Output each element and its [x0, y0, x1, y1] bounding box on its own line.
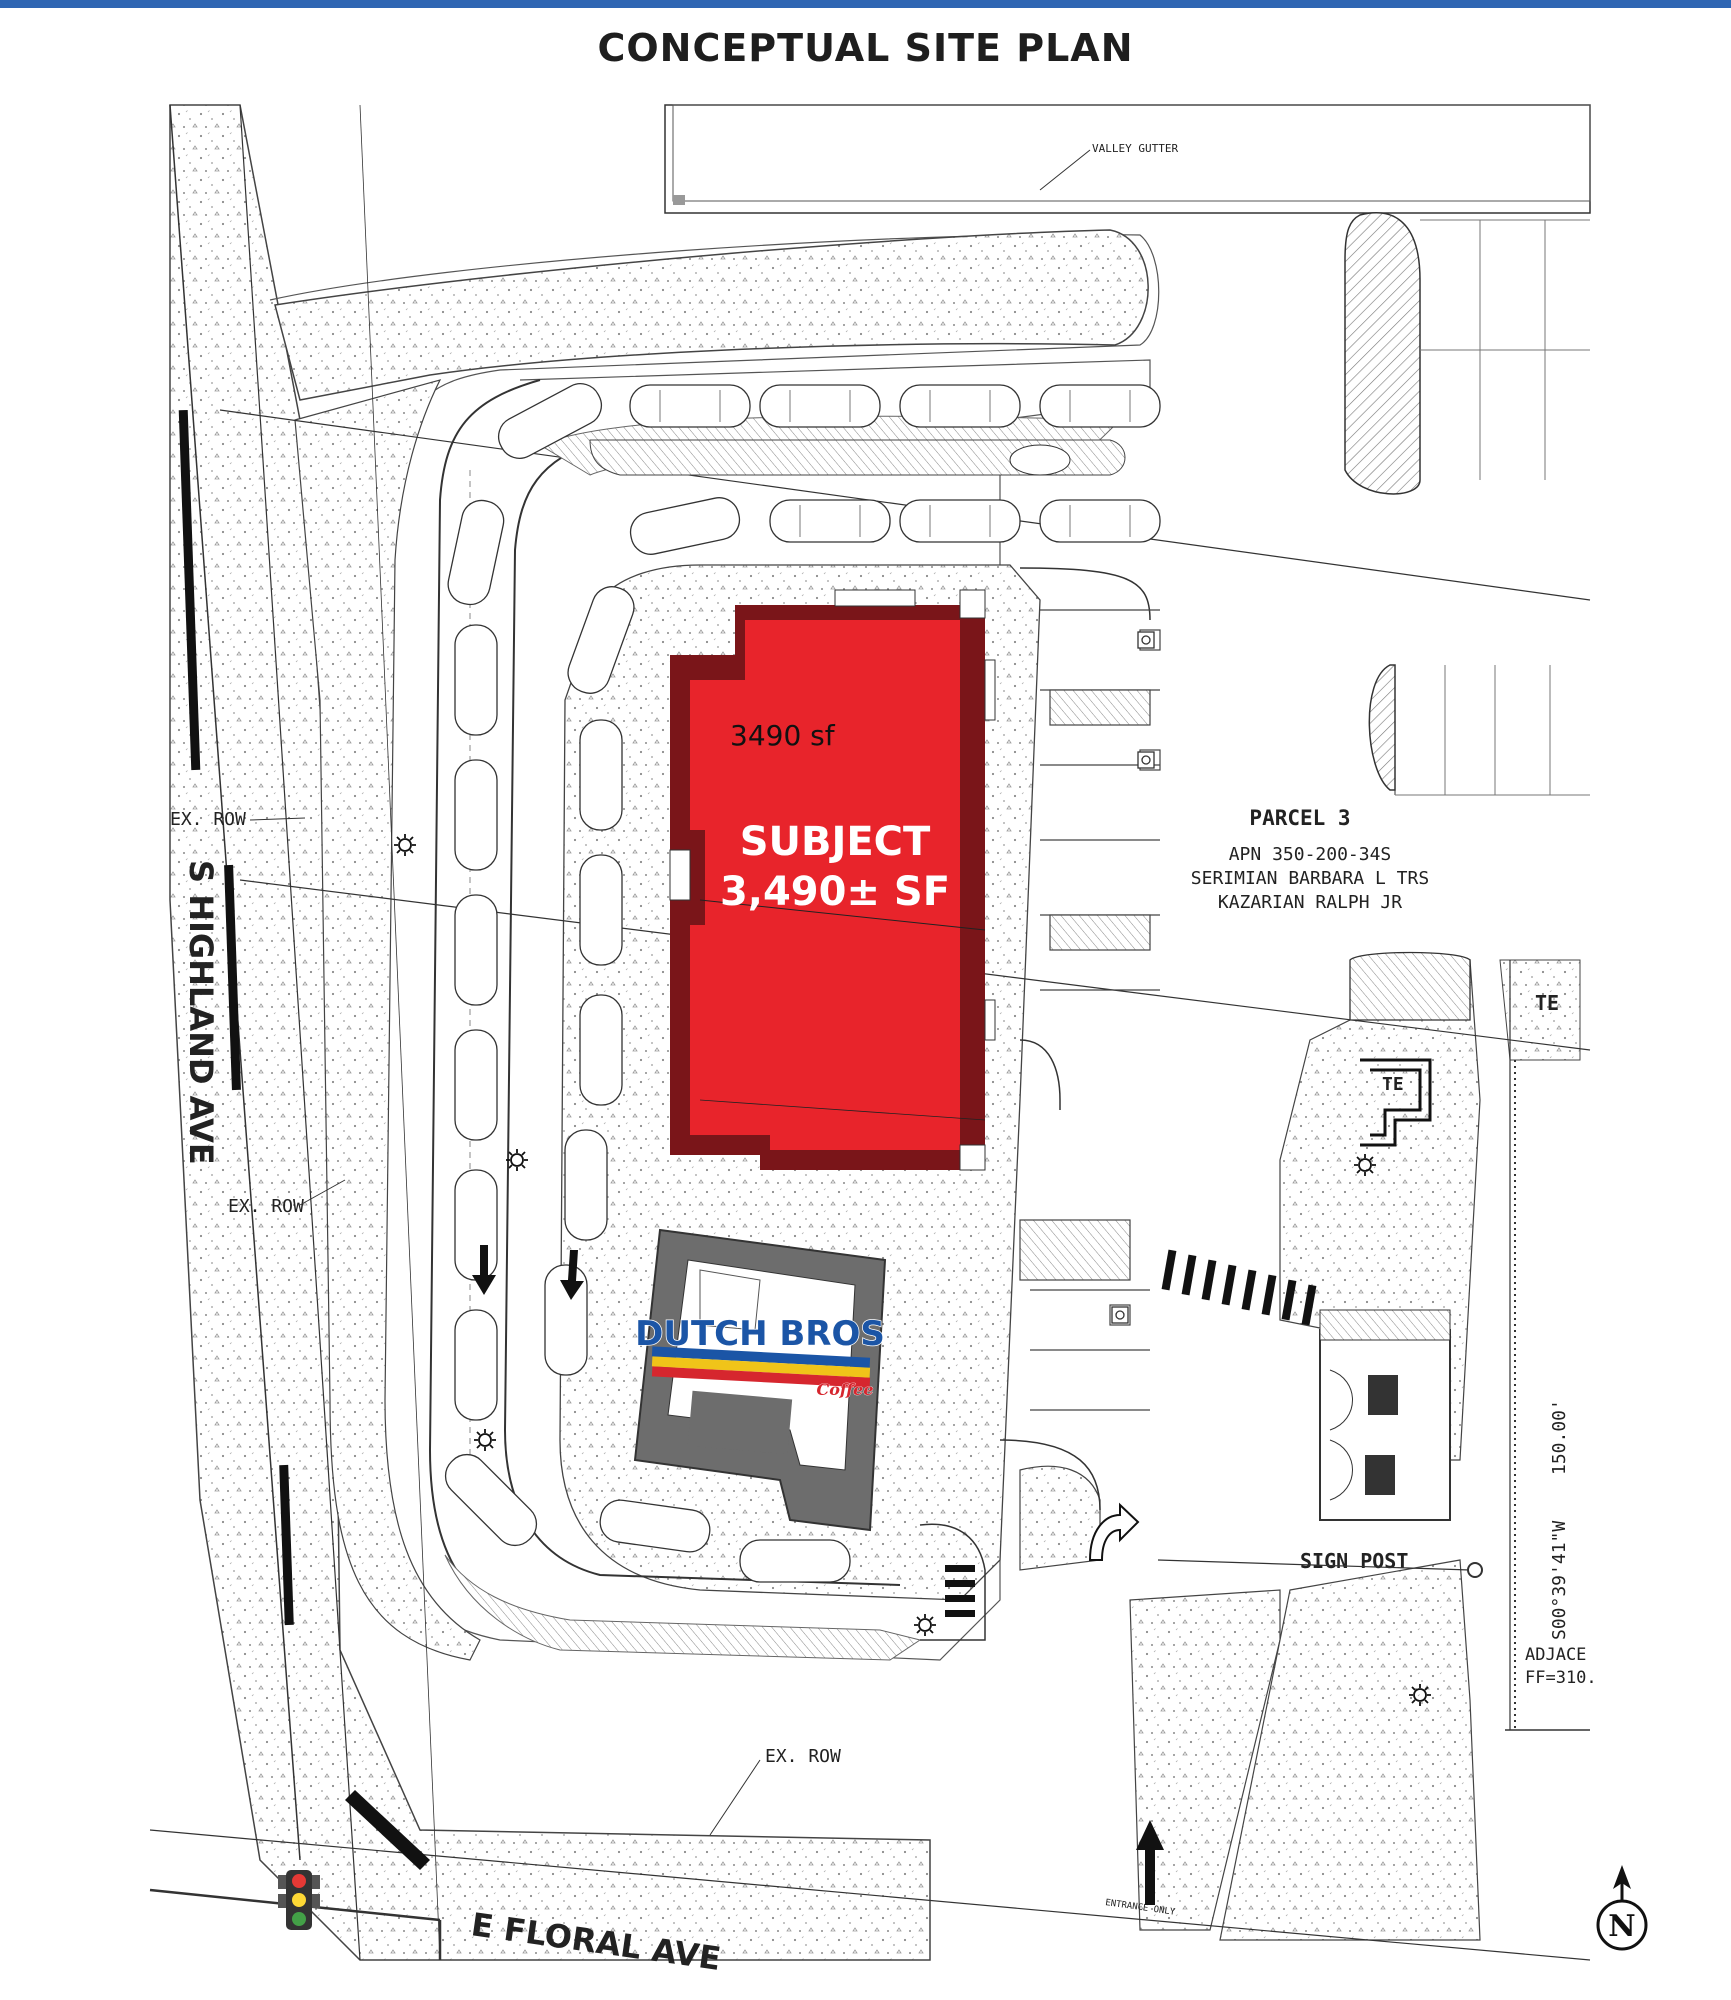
top-border-bar: [0, 0, 1731, 8]
light-pole-icon: [506, 1149, 528, 1171]
direction-arrow-icon: [1136, 1820, 1164, 1905]
direction-arrow-icon: [472, 1245, 496, 1295]
ex-row-label-3: EX. ROW: [765, 1746, 841, 1767]
parking-stalls-north: [497, 383, 1161, 555]
street-label-highland: S HIGHLAND AVE: [182, 860, 220, 1165]
adjacent-label: ADJACE: [1525, 1645, 1586, 1665]
parcel-owner-2: KAZARIAN RALPH JR: [1218, 892, 1402, 913]
trash-enclosure: [1319, 1309, 1451, 1521]
parcel-info: PARCEL 3 APN 350-200-34S SERIMIAN BARBAR…: [1191, 806, 1429, 913]
valley-gutter: VALLEY GUTTER: [664, 104, 1591, 214]
ff-label: FF=310.: [1525, 1668, 1597, 1688]
tenant-logo-subtitle: Coffee: [817, 1380, 874, 1399]
accessible-parking-icons: [1111, 631, 1155, 1324]
subject-area-small-label: 3490 sf: [730, 719, 836, 752]
traffic-light-icon: [278, 1870, 320, 1930]
crosswalk: [945, 1249, 1317, 1617]
sign-post-label: SIGN POST: [1300, 1549, 1408, 1573]
parking-stalls-east: [1019, 609, 1161, 1411]
direction-arrow-icon: [560, 1250, 584, 1300]
light-pole-icon: [1354, 1154, 1376, 1176]
north-arrow-icon: N: [1596, 1865, 1648, 1951]
parcel-apn: APN 350-200-34S: [1229, 844, 1392, 865]
subject-building: 3490 sf SUBJECT 3,490± SF: [669, 589, 996, 1171]
light-pole-icon: [1409, 1684, 1431, 1706]
parcel-title: PARCEL 3: [1249, 806, 1350, 830]
light-pole-icons: [394, 834, 1431, 1706]
ex-row-label-1: EX. ROW: [170, 809, 246, 830]
page-title: CONCEPTUAL SITE PLAN: [597, 26, 1134, 70]
drive-thru-cars-west: [444, 499, 851, 1583]
plan-labels: EX. ROW EX. ROW EX. ROW SIGN POST TE TE …: [170, 809, 1597, 1918]
ex-row-label-2: EX. ROW: [228, 1196, 304, 1217]
direction-arrow-icons: [472, 1245, 1164, 1905]
subject-area: 3,490± SF: [720, 869, 950, 915]
parking-islands-ne: [1344, 212, 1590, 1021]
row-markers: [178, 409, 430, 1870]
direction-arrow-icon: [1088, 1502, 1140, 1561]
tenant-pad-dutch-bros: DUTCH BROS Coffee: [633, 1228, 887, 1532]
parcel-owner-1: SERIMIAN BARBARA L TRS: [1191, 868, 1429, 889]
north-label: N: [1608, 1909, 1635, 1944]
light-pole-icon: [914, 1614, 936, 1636]
light-pole-icon: [394, 834, 416, 856]
light-pole-icon: [474, 1429, 496, 1451]
subject-title: SUBJECT: [740, 819, 931, 865]
tenant-logo-name: DUTCH BROS: [635, 1314, 885, 1354]
bearing-label: S00°39'41"W: [1549, 1521, 1570, 1640]
te-label-2: TE: [1382, 1074, 1404, 1095]
te-structures: [1360, 1058, 1432, 1147]
distance-label: 150.00': [1549, 1399, 1570, 1475]
valley-gutter-label: VALLEY GUTTER: [1092, 142, 1178, 155]
te-label-1: TE: [1535, 991, 1559, 1015]
